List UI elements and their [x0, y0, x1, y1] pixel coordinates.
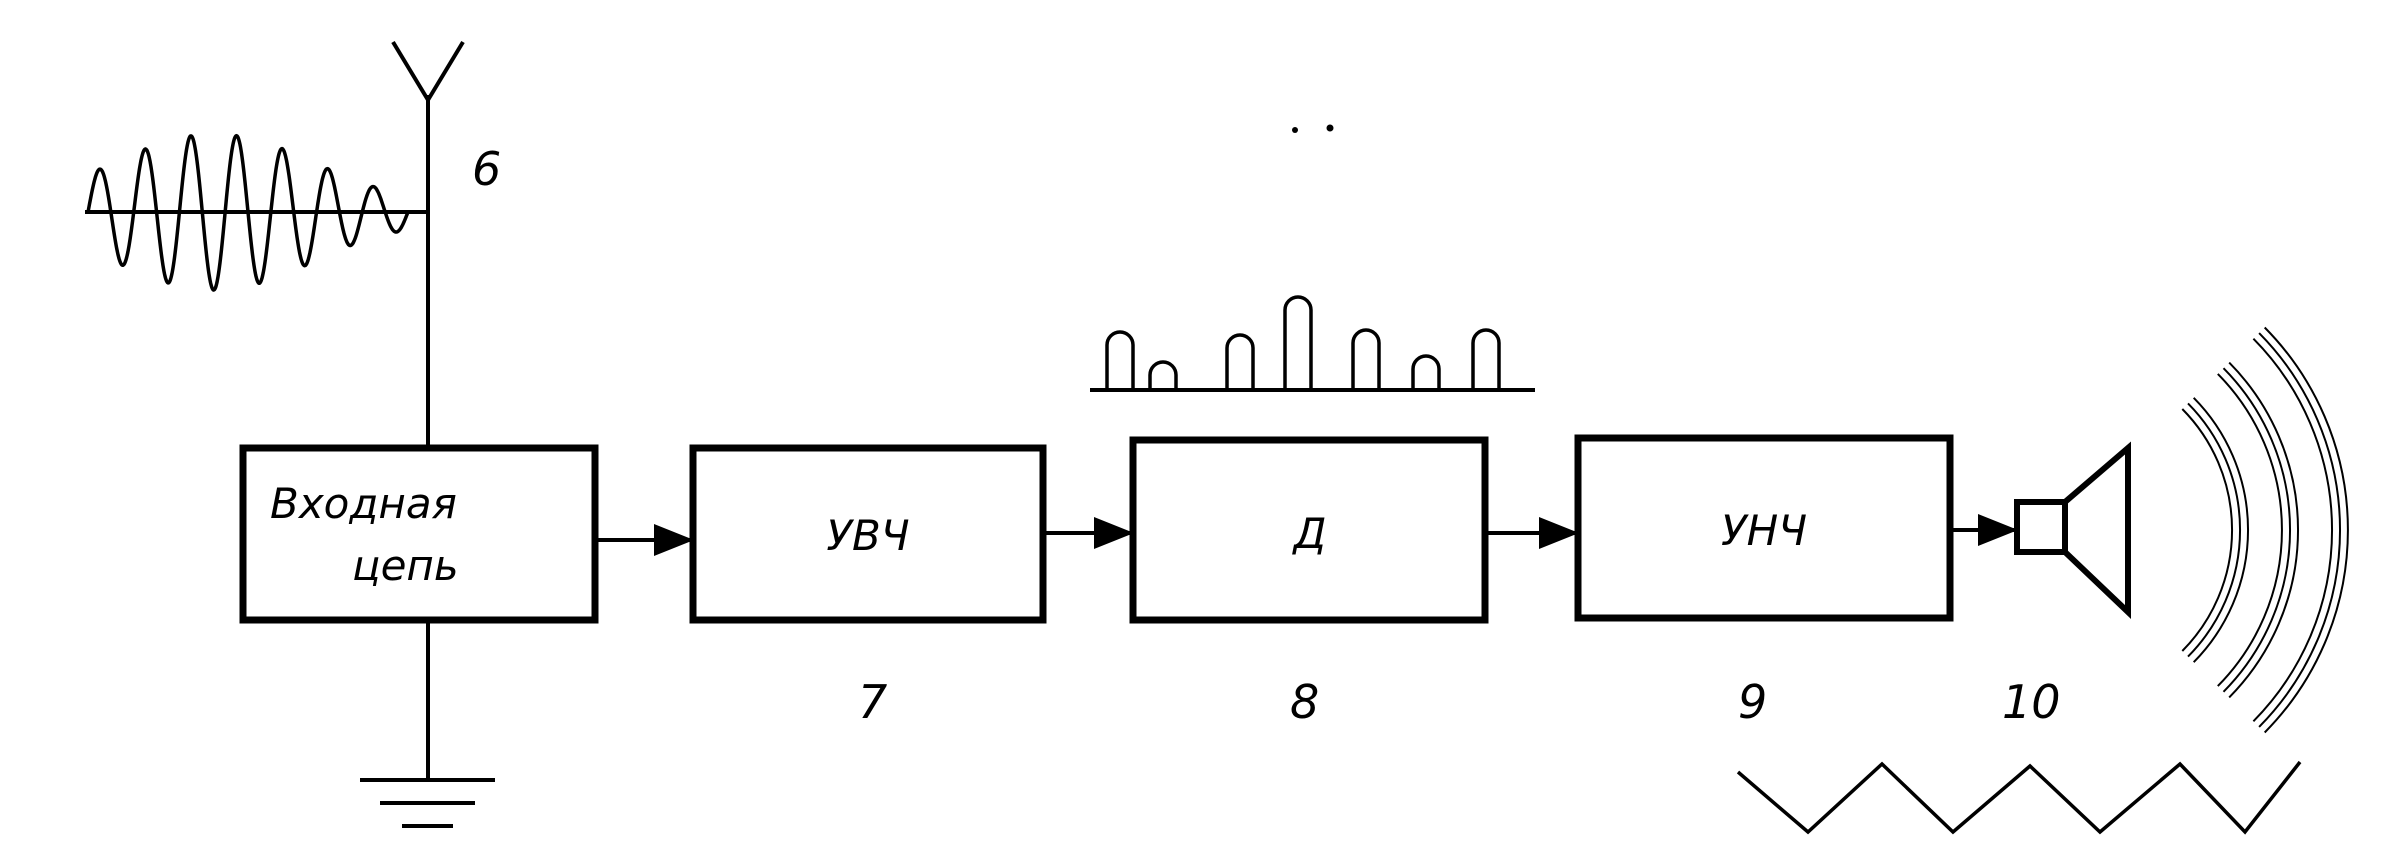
input-circuit-block [239, 444, 599, 624]
number-label-detector: 8 [1290, 675, 1319, 729]
modulated-rf-wave [85, 133, 428, 292]
number-label-antenna: 6 [472, 142, 501, 196]
number-label-af-amplifier: 9 [1738, 675, 1767, 729]
af-amplifier-block [1574, 434, 1954, 622]
sound-arc [2252, 337, 2333, 723]
sound-waves-icon [2181, 326, 2349, 734]
audio-output-wave [1736, 760, 2302, 835]
ground-icon [360, 618, 495, 828]
detected-pulses [1090, 295, 1535, 392]
input-circuit-label-line1: Входная [270, 479, 457, 528]
detector-block [1129, 436, 1489, 624]
number-label-rf-amplifier: 7 [858, 675, 887, 729]
speck-dot [1292, 127, 1298, 133]
rf-amplifier-block [689, 444, 1047, 624]
rf-amplifier-label: УВЧ [826, 511, 909, 560]
sound-arc [2228, 361, 2299, 699]
detector-label: Д [1292, 509, 1327, 558]
sound-arc [2258, 332, 2342, 728]
sound-arc [2181, 408, 2233, 652]
sound-arc [2217, 373, 2283, 687]
number-label-speaker: 10 [2002, 675, 2061, 729]
af-amplifier-label: УНЧ [1721, 506, 1807, 555]
sound-arc [2263, 326, 2349, 734]
loudspeaker-icon [2014, 441, 2131, 619]
sound-arc [2192, 397, 2250, 663]
input-circuit-label-line2: цепь [352, 541, 459, 590]
sound-arc [2187, 402, 2242, 658]
antenna-icon [391, 40, 465, 445]
speck-dot [1326, 124, 1334, 132]
sound-arc [2222, 367, 2291, 693]
